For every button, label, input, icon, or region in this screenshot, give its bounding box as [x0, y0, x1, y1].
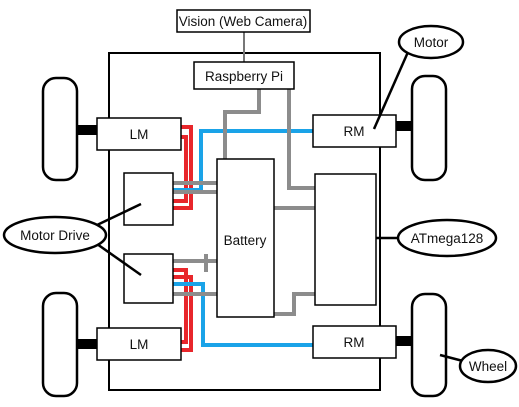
controller-box — [314, 173, 377, 306]
motor-drive-leader-upper — [96, 202, 142, 227]
motor-drive-leader-lower — [96, 242, 142, 277]
wheel-label: Wheel — [469, 359, 507, 374]
axle-front-left — [77, 125, 99, 135]
wheel-rear-right — [410, 292, 448, 398]
gray-wire-7 — [223, 89, 261, 159]
wheel-leader — [439, 353, 464, 363]
red-wires — [173, 125, 193, 352]
motor-box-rear-right — [312, 325, 397, 359]
axle-rear-left — [77, 339, 99, 349]
battery-label: Battery — [224, 233, 267, 248]
red-wire-1 — [173, 125, 193, 210]
wheel-front-left — [41, 76, 79, 182]
rm-label-front: RM — [344, 124, 365, 139]
axle-rear-right — [395, 336, 412, 346]
motor-box-front-right — [312, 114, 397, 148]
red-wire-3 — [173, 268, 188, 344]
vision-label: Vision (Web Camera) — [179, 14, 308, 29]
wheel-front-right — [410, 74, 448, 182]
rm-label-rear: RM — [344, 335, 365, 350]
motor-drive-callout — [2, 215, 108, 255]
raspberry-pi-label: Raspberry Pi — [205, 69, 283, 84]
gray-wire-6 — [274, 292, 315, 316]
motor-box-front-left — [96, 117, 182, 151]
motor-leader — [372, 51, 410, 130]
gray-wires — [173, 89, 315, 316]
raspberry-pi-box — [193, 61, 295, 90]
motor-callout — [397, 24, 465, 60]
motor-box-rear-left — [96, 327, 182, 361]
red-wire-4 — [173, 275, 193, 352]
motor-driver-lower — [123, 253, 174, 304]
axle-front-right — [395, 121, 412, 131]
motor-drive-label: Motor Drive — [20, 228, 90, 243]
lm-label-front: LM — [130, 127, 149, 142]
vision-box — [176, 9, 311, 33]
red-wire-2 — [173, 135, 188, 203]
motor-driver-upper — [123, 172, 174, 226]
lm-label-rear: LM — [130, 337, 149, 352]
wheel-callout — [458, 348, 518, 384]
controller-callout — [396, 218, 498, 258]
blue-wire-2 — [173, 282, 313, 347]
motor-label: Motor — [414, 35, 449, 50]
battery-box — [216, 158, 275, 318]
controller-label: ATmega128 — [411, 231, 484, 246]
gray-wire-8 — [287, 89, 315, 190]
wheel-rear-left — [41, 291, 79, 398]
